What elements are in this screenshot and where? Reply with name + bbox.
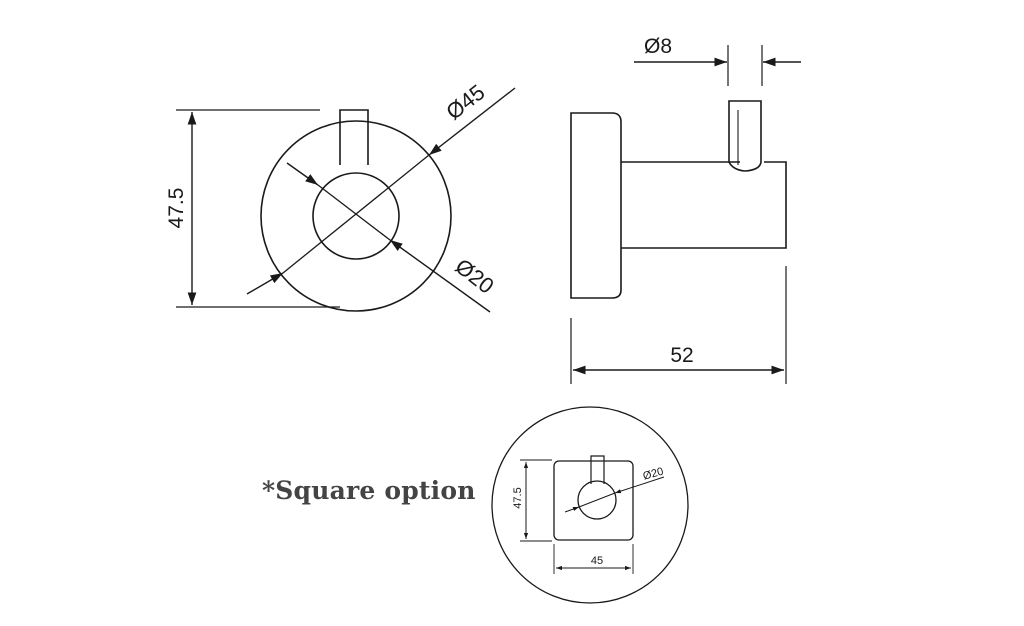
front-outer-diameter-label: Ø45: [441, 79, 489, 124]
side-hook-diameter-label: Ø8: [644, 35, 672, 58]
square-width-label: 45: [591, 555, 603, 567]
inner-diameter-leader-top: [286, 162, 319, 186]
square-option-inset: [491, 406, 689, 604]
front-inner-diameter-label: Ø20: [451, 253, 499, 298]
square-inner-circle: [577, 480, 617, 520]
square-plate: [553, 460, 634, 541]
square-option-title: *Square option: [262, 476, 476, 505]
side-rosette-plate: [570, 112, 622, 299]
square-inner-diameter-leader: [564, 506, 580, 513]
side-depth-label: 52: [670, 344, 693, 367]
square-inner-diameter-chord: [578, 492, 616, 508]
outer-rosette-circle: [260, 120, 452, 312]
front-height-label: 47.5: [165, 188, 188, 229]
side-hook-post: [728, 100, 762, 172]
square-inner-diameter-label: Ø20: [642, 466, 665, 483]
front-view: [176, 87, 516, 313]
inset-frame-circle: [491, 406, 689, 604]
square-hook-post: [590, 455, 605, 484]
side-view: [570, 45, 801, 384]
side-hook-body: [621, 161, 787, 249]
outer-diameter-leader: [428, 87, 516, 156]
hook-post-outline: [339, 109, 369, 165]
inner-hook-circle: [312, 172, 400, 260]
outer-diameter-leader-opposite: [246, 272, 284, 295]
inner-diameter-leader: [389, 239, 491, 313]
square-inner-diameter-leader-right: [614, 476, 665, 494]
square-height-label: 47.5: [512, 487, 524, 508]
inner-diameter-chord: [317, 184, 391, 241]
